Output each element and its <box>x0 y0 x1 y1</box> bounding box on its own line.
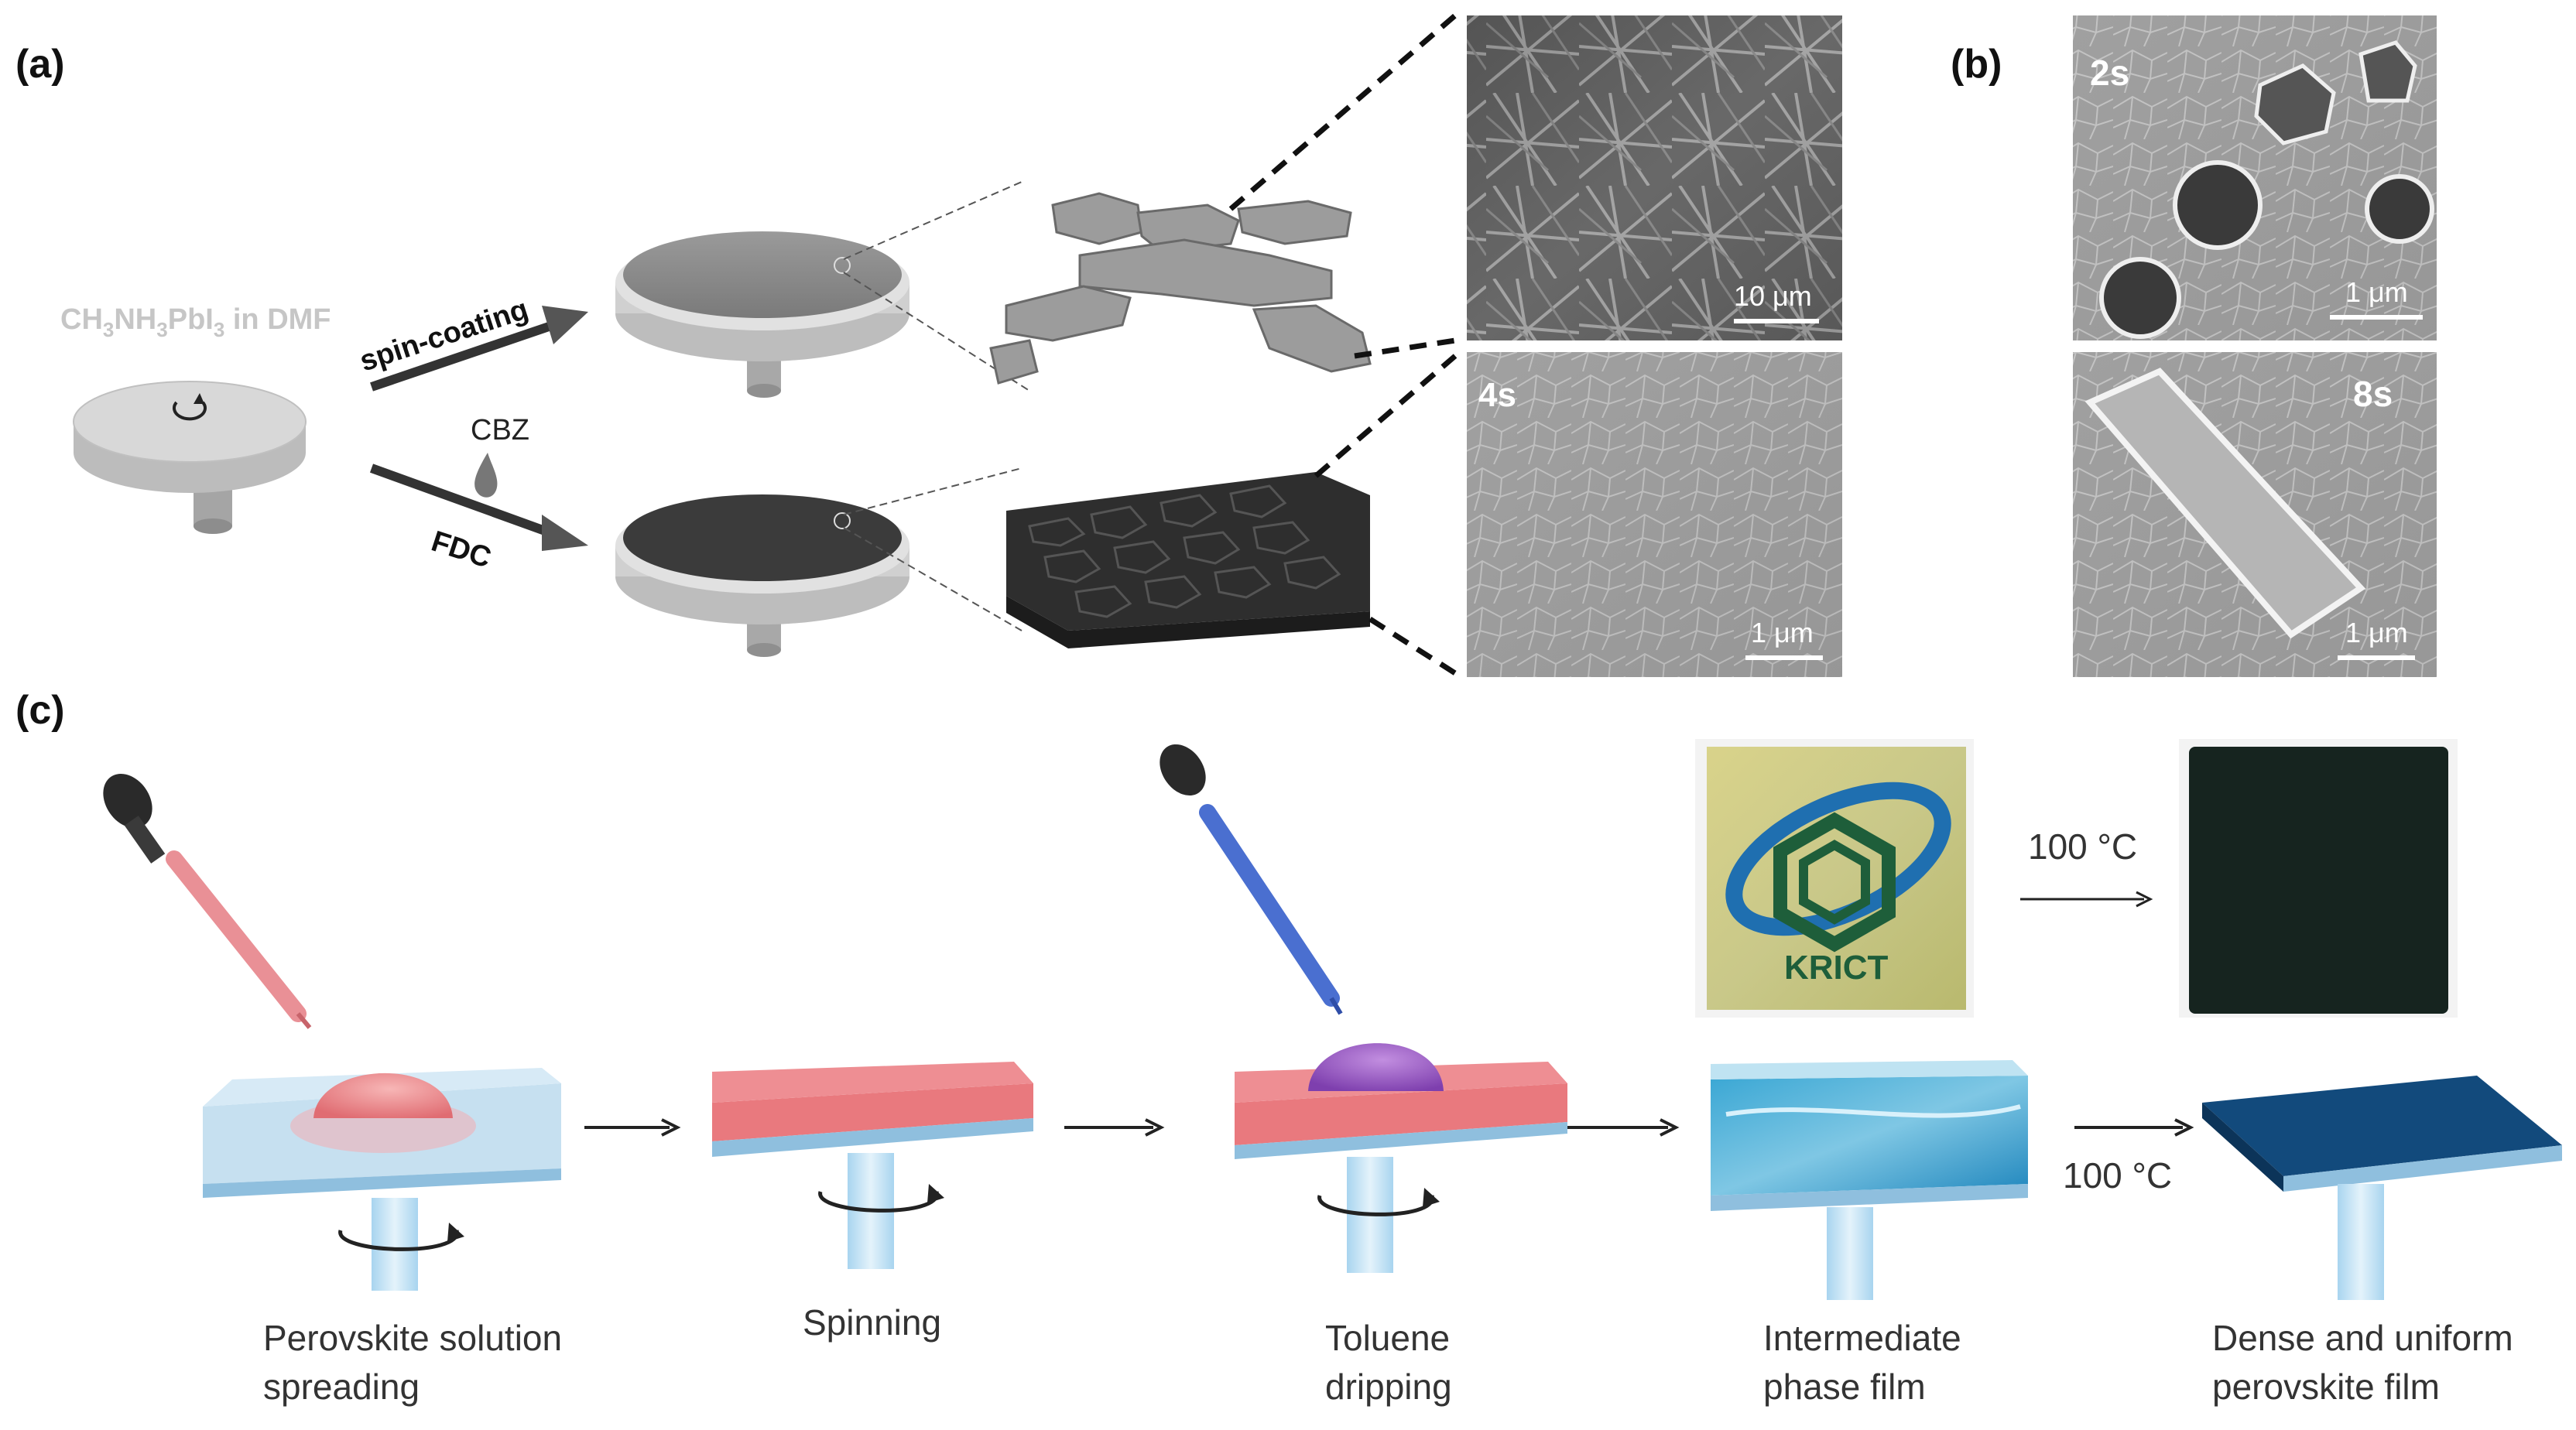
sem-image-fdc: 4s 1 μm <box>1467 352 1842 677</box>
panel-a-label: (a) <box>15 42 65 87</box>
step-3-illustration <box>1160 744 1567 1273</box>
step-1-caption-line2: spreading <box>263 1367 420 1407</box>
fdc-disk <box>615 494 909 657</box>
solution-label: CH3NH3PbI3 in DMF <box>60 303 331 341</box>
step-1-caption-line1: Perovskite solution <box>263 1318 562 1358</box>
scale-label: 1 μm <box>1751 617 1814 648</box>
scale-label: 10 μm <box>1734 280 1812 312</box>
scale-label: 1 μm <box>2345 276 2408 308</box>
step-5-illustration <box>2202 1076 2562 1300</box>
panel-a: CH3NH3PbI3 in DMF spin-coating FDC CBZ <box>60 13 1842 677</box>
step-5-caption-line2: perovskite film <box>2212 1367 2440 1407</box>
spin-coating-arrow <box>370 320 555 392</box>
panel-b: 2s 1 μm 8s 1 μm <box>2073 15 2437 677</box>
step-5-caption-line1: Dense and uniform <box>2212 1318 2513 1358</box>
panel-c-label: (c) <box>15 688 65 733</box>
zoom-spot <box>834 512 851 529</box>
step-4-caption-line2: phase film <box>1763 1367 1926 1407</box>
fdc-arrow <box>369 464 556 539</box>
sem-image-2s: 2s 1 μm <box>2073 15 2437 340</box>
zoom-lines <box>1228 13 1458 676</box>
solution-disk <box>73 381 307 534</box>
step-1-illustration <box>103 773 561 1291</box>
pipette-pink-icon <box>103 773 312 1029</box>
krict-sample-photo: KRICT <box>1695 739 1974 1018</box>
cbz-drop-icon <box>474 453 498 498</box>
temp-label-bottom: 100 °C <box>2063 1155 2172 1196</box>
time-label: 2s <box>2090 53 2129 93</box>
scale-label: 1 μm <box>2345 617 2408 648</box>
panel-c: KRICT 100 °C 100 °C Perovskite solution <box>103 739 2562 1407</box>
logo-text: KRICT <box>1784 949 1889 987</box>
zoom-spot <box>834 257 851 274</box>
fdc-label: FDC <box>427 525 495 575</box>
temp-label-top: 100 °C <box>2028 826 2137 867</box>
needle-crystal-model <box>989 192 1372 385</box>
panel-b-label: (b) <box>1951 42 2002 87</box>
cbz-label: CBZ <box>471 414 529 446</box>
step-2-illustration <box>712 1062 1033 1269</box>
solution-drop <box>313 1072 453 1118</box>
dark-sample-photo <box>2179 739 2458 1018</box>
sem-image-8s: 8s 1 μm <box>2073 352 2437 677</box>
step-3-caption-line1: Toluene <box>1325 1318 1450 1358</box>
time-label: 4s <box>1478 376 1516 414</box>
time-label: 8s <box>2353 374 2393 414</box>
pipette-blue-icon <box>1160 744 1343 1015</box>
toluene-drop <box>1308 1043 1444 1091</box>
rotate-icon <box>173 401 207 421</box>
sem-image-spin-coating: 10 μm <box>1467 15 1842 340</box>
step-4-illustration <box>1711 1060 2028 1300</box>
step-captions: Perovskite solution spreading Spinning T… <box>263 1302 2513 1407</box>
step-2-caption-line1: Spinning <box>803 1302 941 1343</box>
dense-grain-model <box>1006 472 1370 648</box>
step-4-caption-line1: Intermediate <box>1763 1318 1961 1358</box>
step-3-caption-line2: dripping <box>1325 1367 1452 1407</box>
spin-coated-disk <box>615 231 909 398</box>
